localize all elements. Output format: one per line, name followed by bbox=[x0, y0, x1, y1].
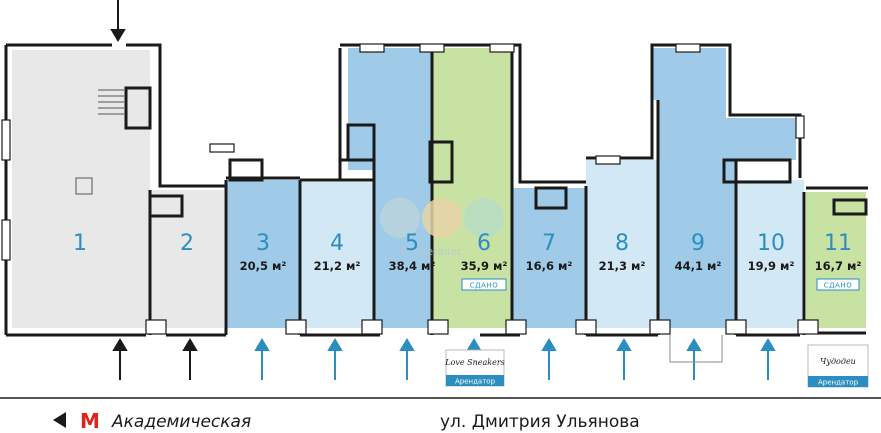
watermark: ForRetailer bbox=[380, 198, 504, 258]
unit-area: 20,5 м² bbox=[240, 259, 287, 273]
unit-number: 1 bbox=[73, 231, 87, 256]
room-1[interactable] bbox=[12, 50, 150, 328]
room-8[interactable] bbox=[586, 160, 658, 328]
unit-number: 10 bbox=[757, 231, 785, 256]
entrance-arrows bbox=[110, 0, 776, 380]
rooms-layer bbox=[12, 48, 866, 328]
unit-area: 21,2 м² bbox=[314, 259, 361, 273]
arrow-icon bbox=[254, 338, 270, 380]
room-9[interactable] bbox=[652, 48, 796, 328]
arrow-icon bbox=[686, 338, 702, 380]
unit-labels: 1 2 3 20,5 м² 4 21,2 м² 5 38,4 м² 6 35,9… bbox=[73, 231, 862, 291]
arrow-icon bbox=[466, 338, 482, 351]
street-name: ул. Дмитрия Ульянова bbox=[440, 412, 640, 432]
unit-number: 5 bbox=[405, 231, 419, 256]
metro-name: Академическая bbox=[111, 412, 251, 432]
arrow-icon bbox=[110, 0, 126, 42]
unit-number: 11 bbox=[824, 231, 852, 256]
arrow-icon bbox=[616, 338, 632, 380]
stairs bbox=[75, 89, 124, 195]
room-2[interactable] bbox=[150, 190, 224, 328]
unit-area: 21,3 м² bbox=[599, 259, 646, 273]
watermark-text: ForRetailer bbox=[402, 245, 462, 258]
unit-area: 16,7 м² bbox=[815, 259, 862, 273]
unit-number: 8 bbox=[615, 231, 629, 256]
tenant-name: Чудодеи bbox=[820, 357, 856, 366]
unit-area: 16,6 м² bbox=[526, 259, 573, 273]
rented-badge bbox=[816, 278, 860, 291]
tenant-label: Арендатор bbox=[818, 379, 859, 387]
rented-badge-text: СДАНО bbox=[470, 282, 498, 290]
unit-number: 4 bbox=[330, 231, 344, 256]
room-7[interactable] bbox=[512, 188, 586, 328]
arrow-icon bbox=[112, 338, 128, 380]
arrow-icon bbox=[399, 338, 415, 380]
triangle-left-icon bbox=[53, 412, 66, 428]
metro-icon: М bbox=[80, 409, 100, 433]
unit-number: 3 bbox=[256, 231, 270, 256]
arrow-icon bbox=[760, 338, 776, 380]
unit-number: 9 bbox=[691, 231, 705, 256]
arrow-icon bbox=[182, 338, 198, 380]
tenant-logo: Love Sneakers Арендатор bbox=[444, 349, 505, 387]
room-3[interactable] bbox=[226, 180, 300, 328]
tenant-label: Арендатор bbox=[455, 378, 496, 386]
walls-layer bbox=[4, 43, 868, 337]
facade-windows bbox=[1, 43, 819, 335]
metro-station: М Академическая bbox=[53, 409, 251, 433]
unit-number: 7 bbox=[542, 231, 556, 256]
unit-number: 2 bbox=[180, 231, 194, 256]
tenant-name: Love Sneakers bbox=[444, 358, 505, 367]
unit-area: 19,9 м² bbox=[748, 259, 795, 273]
unit-area: 38,4 м² bbox=[389, 259, 436, 273]
rented-badge-text: СДАНО bbox=[824, 282, 852, 290]
arrow-icon bbox=[541, 338, 557, 380]
tenant-logo: Чудодеи Арендатор bbox=[807, 344, 869, 388]
unit-number: 6 bbox=[477, 231, 491, 256]
room-4[interactable] bbox=[300, 182, 374, 328]
unit-area: 35,9 м² bbox=[461, 259, 508, 273]
room-10[interactable] bbox=[736, 180, 804, 328]
unit-area: 44,1 м² bbox=[675, 259, 722, 273]
rented-badge bbox=[461, 278, 507, 291]
room-5[interactable] bbox=[348, 48, 432, 328]
arrow-icon bbox=[327, 338, 343, 380]
